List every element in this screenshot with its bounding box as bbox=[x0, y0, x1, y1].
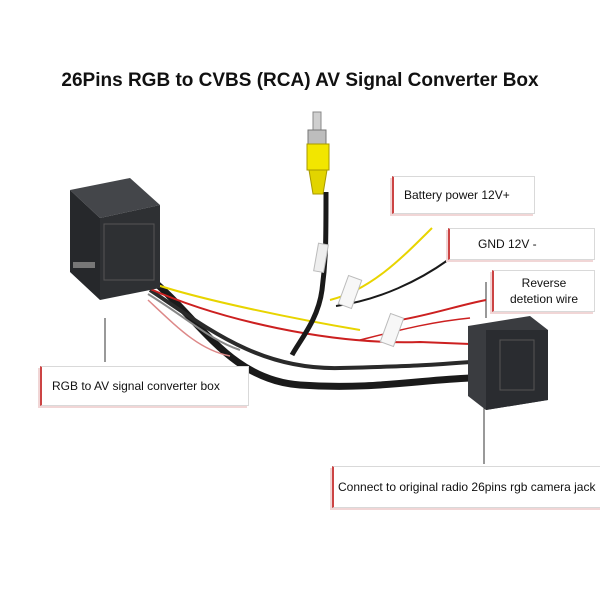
rca-plug-icon bbox=[306, 111, 330, 195]
reverse-wire-lead bbox=[359, 317, 471, 341]
fuse-tag-upper bbox=[337, 274, 363, 310]
converter-box-label: RGB to AV signal converter box bbox=[40, 366, 249, 406]
fuse-tag-lower bbox=[379, 312, 405, 348]
reverse-detection-label: Reverse detetion wire bbox=[492, 270, 595, 312]
yellow-wire-lower bbox=[147, 281, 361, 331]
reverse-wire bbox=[399, 299, 487, 321]
cable-tag bbox=[313, 242, 329, 274]
red-wire-lower bbox=[147, 287, 471, 345]
gray-wire bbox=[147, 293, 241, 351]
battery-power-label: Battery power 12V+ bbox=[392, 176, 535, 214]
page-title: 26Pins RGB to CVBS (RCA) AV Signal Conve… bbox=[61, 70, 539, 91]
pink-wire bbox=[147, 299, 231, 357]
reverse-label-line1: Reverse bbox=[521, 276, 567, 290]
26pin-connector-icon bbox=[468, 316, 548, 410]
converter-box-icon bbox=[70, 178, 160, 300]
secondary-cable bbox=[148, 288, 471, 371]
rca-cable bbox=[289, 191, 329, 357]
gnd-label: GND 12V - bbox=[448, 228, 595, 260]
connect-radio-label: Connect to original radio 26pins rgb cam… bbox=[332, 466, 600, 508]
reverse-label-line2: detetion wire bbox=[509, 292, 579, 306]
